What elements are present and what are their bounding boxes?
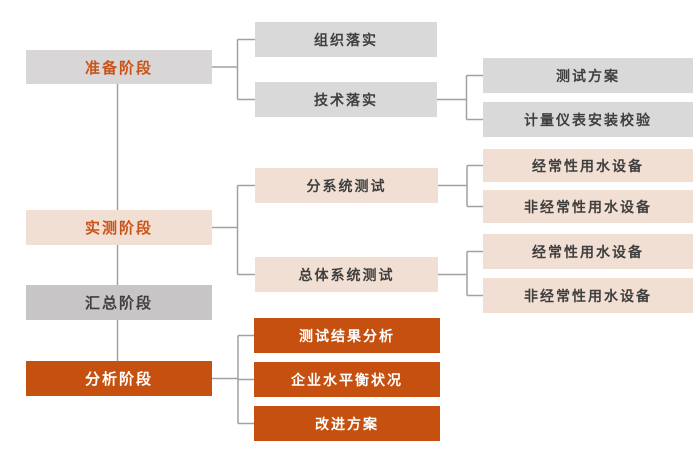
node-analysis-stage: 分析阶段 bbox=[26, 361, 212, 396]
node-organization-implementation: 组织落实 bbox=[255, 22, 437, 57]
connector-subsys-bracket bbox=[438, 164, 483, 208]
node-summary-stage: 汇总阶段 bbox=[26, 285, 212, 320]
connector-tech-bracket bbox=[437, 74, 483, 121]
node-technical-implementation: 技术落实 bbox=[255, 82, 437, 117]
node-test-result-analysis: 测试结果分析 bbox=[254, 318, 440, 353]
node-nonregular-water-equipment-1: 非经常性用水设备 bbox=[483, 190, 693, 223]
node-test-plan: 测试方案 bbox=[483, 58, 693, 93]
node-improvement-plan: 改进方案 bbox=[254, 406, 440, 441]
node-regular-water-equipment-1: 经常性用水设备 bbox=[483, 149, 693, 182]
node-preparation-stage: 准备阶段 bbox=[26, 50, 212, 84]
node-regular-water-equipment-2: 经常性用水设备 bbox=[483, 234, 693, 269]
node-measurement-stage: 实测阶段 bbox=[26, 210, 212, 245]
connector-analysis-bracket bbox=[212, 334, 254, 425]
connector-prep-bracket bbox=[212, 38, 255, 101]
connector-total-bracket bbox=[438, 250, 483, 297]
node-overall-system-test: 总体系统测试 bbox=[255, 257, 438, 292]
node-nonregular-water-equipment-2: 非经常性用水设备 bbox=[483, 278, 693, 313]
node-meter-installation-verification: 计量仪表安装校验 bbox=[483, 102, 693, 137]
node-subsystem-test: 分系统测试 bbox=[255, 168, 438, 203]
node-enterprise-water-balance-status: 企业水平衡状况 bbox=[254, 362, 440, 397]
connector-measure-bracket bbox=[212, 184, 255, 276]
